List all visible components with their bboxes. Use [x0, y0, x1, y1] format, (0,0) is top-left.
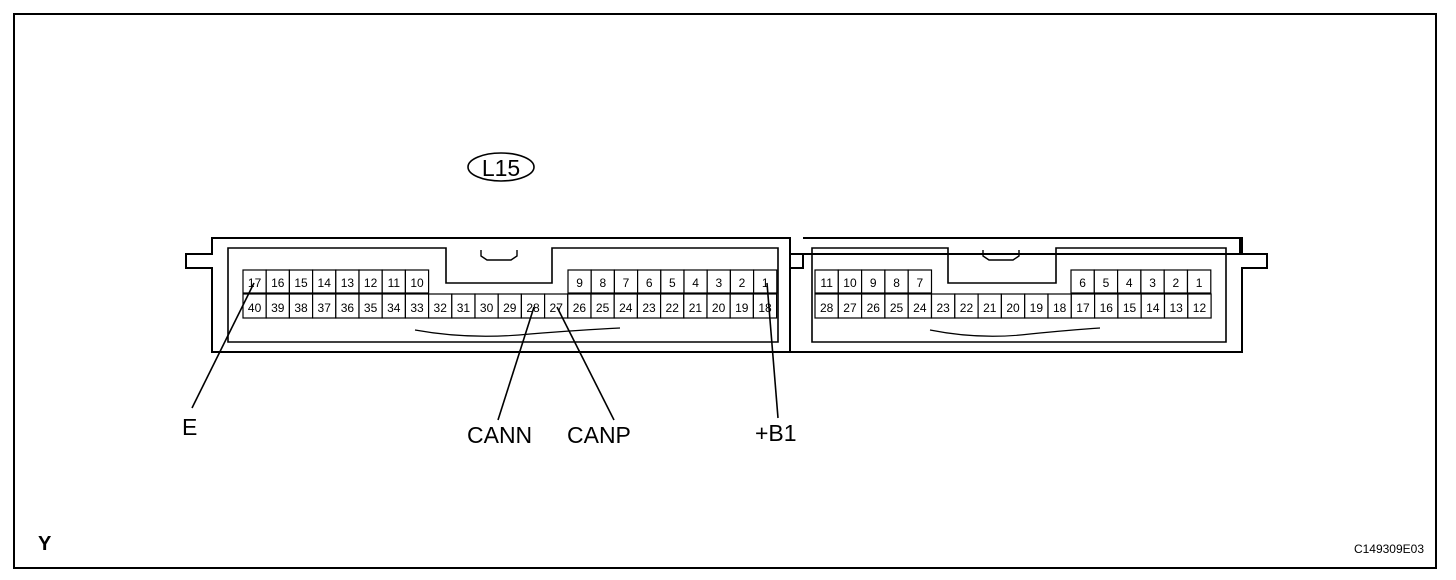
pin-number: 3	[1149, 276, 1156, 290]
pin-number: 21	[983, 301, 997, 315]
callout-cann: CANN	[467, 422, 532, 448]
pin-number: 35	[364, 301, 378, 315]
pin-number: 9	[576, 276, 583, 290]
pin-number: 25	[596, 301, 610, 315]
leader-e	[191, 282, 255, 409]
pin-number: 20	[1006, 301, 1020, 315]
pin-number: 4	[1126, 276, 1133, 290]
pin-number: 19	[735, 301, 749, 315]
pin-cavity	[752, 293, 778, 319]
pin-number: 6	[646, 276, 653, 290]
pin-number: 13	[1169, 301, 1183, 315]
pin-number: 31	[457, 301, 471, 315]
callout-canp: CANP	[567, 422, 631, 448]
pin-number: 17	[1076, 301, 1090, 315]
pin-number: 17	[248, 276, 262, 290]
pin-number: 8	[599, 276, 606, 290]
pin-number: 2	[739, 276, 746, 290]
connector-b-bottom-row: 28 27 26 25 24 23 22 21 20 19 18 17 16 15 14 13 12	[814, 293, 1212, 319]
pin-cavity	[1186, 269, 1212, 294]
connector-b-top-row-left: 11 10 9 8 7	[814, 269, 933, 294]
leader-canp	[556, 306, 615, 421]
pin-cavity	[404, 269, 430, 294]
pin-number: 6	[1079, 276, 1086, 290]
pin-number: 7	[623, 276, 630, 290]
pin-number: 38	[294, 301, 308, 315]
pin-number: 12	[1193, 301, 1207, 315]
pin-cavity	[907, 269, 933, 294]
pin-number: 9	[870, 276, 877, 290]
pin-cavity	[752, 269, 778, 294]
pin-number: 27	[550, 301, 564, 315]
pin-number: 33	[410, 301, 424, 315]
pin-number: 16	[271, 276, 285, 290]
pin-number: 30	[480, 301, 494, 315]
pin-number: 21	[689, 301, 703, 315]
pin-number: 28	[820, 301, 834, 315]
figure-code: C149309E03	[1354, 542, 1424, 556]
pin-number: 22	[960, 301, 974, 315]
pin-number: 13	[341, 276, 355, 290]
callout-leaders	[191, 282, 779, 421]
pin-number: 15	[294, 276, 308, 290]
connector-a-top-row-left: 17 16 15 14 13 12 11 10	[242, 269, 430, 294]
pin-number: 24	[913, 301, 927, 315]
pin-number: 23	[642, 301, 656, 315]
pin-number: 1	[1196, 276, 1203, 290]
pin-number: 14	[1146, 301, 1160, 315]
callout-e: E	[182, 414, 197, 440]
pin-number: 22	[666, 301, 680, 315]
pin-number: 39	[271, 301, 285, 315]
pin-number: 7	[917, 276, 924, 290]
pin-number: 5	[669, 276, 676, 290]
connector-b-housing	[789, 237, 1268, 353]
pin-number: 26	[867, 301, 881, 315]
pin-number: 29	[503, 301, 517, 315]
pin-number: 34	[387, 301, 401, 315]
leader-cann	[497, 306, 535, 421]
pin-number: 18	[1053, 301, 1067, 315]
view-marker: Y	[38, 533, 52, 555]
pin-number: 36	[341, 301, 355, 315]
pin-number: 5	[1103, 276, 1110, 290]
connector-label: L15	[482, 155, 520, 181]
pin-number: 8	[893, 276, 900, 290]
pin-number: 25	[890, 301, 904, 315]
leader-b1	[766, 282, 779, 419]
pin-number: 14	[318, 276, 332, 290]
pin-number: 1	[762, 276, 769, 290]
pin-number: 16	[1100, 301, 1114, 315]
connector-label-badge: L15	[467, 152, 535, 182]
pin-number: 32	[434, 301, 448, 315]
pin-number: 27	[843, 301, 857, 315]
pin-number: 10	[410, 276, 424, 290]
pin-number: 26	[573, 301, 587, 315]
pin-number: 2	[1173, 276, 1180, 290]
pin-number: 11	[388, 276, 401, 290]
pin-number: 10	[843, 276, 857, 290]
pin-number: 12	[364, 276, 378, 290]
pin-number: 24	[619, 301, 633, 315]
pin-number: 37	[318, 301, 332, 315]
pin-number: 20	[712, 301, 726, 315]
pin-number: 3	[715, 276, 722, 290]
pin-number: 23	[936, 301, 950, 315]
pin-number: 11	[820, 276, 833, 290]
pin-number: 19	[1030, 301, 1044, 315]
pin-number: 15	[1123, 301, 1137, 315]
figure-frame	[13, 13, 1437, 569]
connector-a-top-row-right: 9 8 7 6 5 4 3 2 1	[567, 269, 778, 294]
pin-number: 40	[248, 301, 262, 315]
callout-b1: +B1	[755, 420, 797, 446]
pin-number: 4	[692, 276, 699, 290]
connector-b-top-row-right: 6 5 4 3 2 1	[1070, 269, 1212, 294]
pin-cavity	[1187, 293, 1212, 319]
